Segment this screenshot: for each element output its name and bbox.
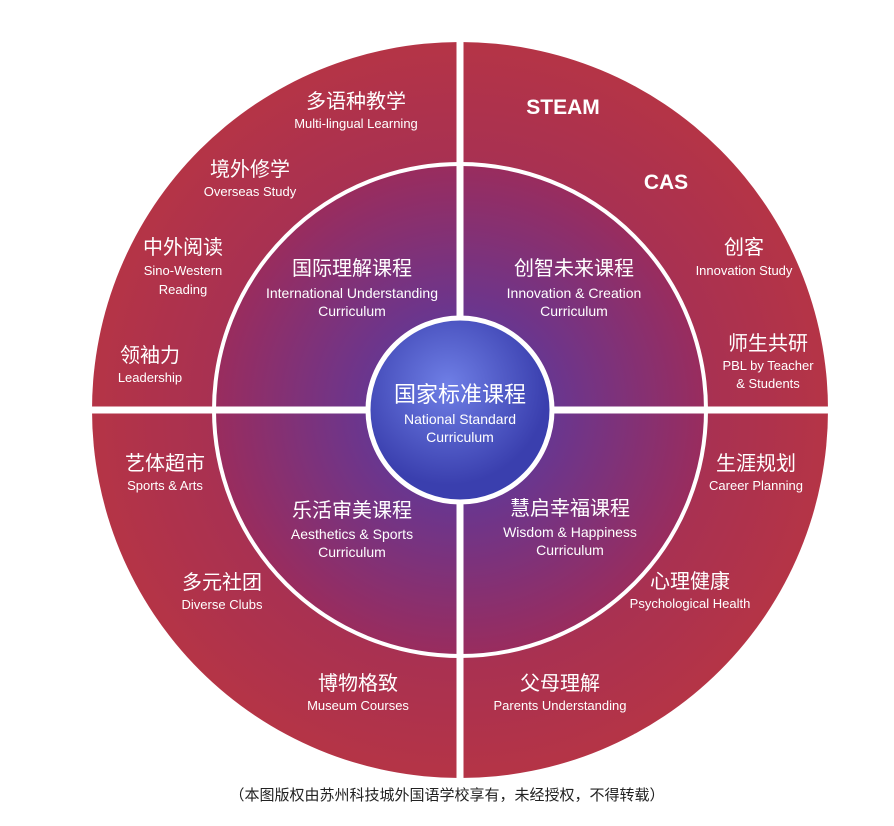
middle-bottom-left-zh: 乐活审美课程 (292, 498, 412, 522)
outer-cas-label: CAS (644, 171, 688, 194)
middle-bottom-left-en-2: Curriculum (318, 544, 386, 560)
middle-bottom-right-en-2: Curriculum (536, 542, 604, 558)
outer-psych-zh: 心理健康 (650, 569, 730, 593)
center-title-en-1: National Standard (404, 411, 516, 427)
core-circle (365, 315, 555, 505)
outer-sino-western-zh: 中外阅读 (143, 235, 223, 259)
outer-leadership-en: Leadership (118, 370, 182, 385)
copyright-caption: （本图版权由苏州科技城外国语学校享有，未经授权，不得转载） (229, 786, 665, 804)
middle-top-right-en-2: Curriculum (540, 303, 608, 319)
middle-top-left-zh: 国际理解课程 (292, 256, 412, 280)
outer-diverse-clubs-en: Diverse Clubs (182, 597, 263, 612)
outer-overseas-zh: 境外修学 (210, 157, 290, 181)
outer-sino-western-en-1: Sino-Western (144, 263, 223, 278)
outer-multilingual-zh: 多语种教学 (306, 89, 406, 113)
middle-bottom-right-zh: 慧启幸福课程 (510, 496, 630, 520)
outer-sino-western-en-2: Reading (159, 282, 207, 297)
outer-career-zh: 生涯规划 (716, 451, 796, 475)
middle-bottom-right-en-1: Wisdom & Happiness (503, 524, 637, 540)
outer-career-en: Career Planning (709, 478, 803, 493)
outer-pbl-zh: 师生共研 (728, 331, 808, 355)
outer-psych-en: Psychological Health (630, 596, 751, 611)
outer-pbl-en-2: & Students (736, 376, 800, 391)
outer-parents-zh: 父母理解 (520, 671, 600, 695)
outer-museum-zh: 博物格致 (318, 671, 398, 695)
outer-diverse-clubs-zh: 多元社团 (182, 570, 262, 594)
middle-top-left-en-2: Curriculum (318, 303, 386, 319)
outer-pbl-en-1: PBL by Teacher (722, 358, 814, 373)
outer-leadership-zh: 领袖力 (120, 343, 180, 367)
middle-bottom-left-en-1: Aesthetics & Sports (291, 526, 413, 542)
outer-parents-en: Parents Understanding (494, 698, 627, 713)
outer-sports-arts-en: Sports & Arts (127, 478, 203, 493)
outer-sports-arts-zh: 艺体超市 (125, 451, 205, 475)
outer-innovation-zh: 创客 (724, 235, 764, 259)
middle-top-right-en-1: Innovation & Creation (507, 285, 642, 301)
outer-steam-label: STEAM (526, 96, 600, 119)
center-title-en-2: Curriculum (426, 429, 494, 445)
middle-top-left-en-1: International Understanding (266, 285, 438, 301)
outer-innovation-en: Innovation Study (696, 263, 793, 278)
middle-top-right-zh: 创智未来课程 (514, 256, 634, 280)
center-title-zh: 国家标准课程 (394, 383, 526, 408)
outer-museum-en: Museum Courses (307, 698, 409, 713)
outer-multilingual-en: Multi-lingual Learning (294, 116, 418, 131)
outer-overseas-en: Overseas Study (204, 184, 297, 199)
